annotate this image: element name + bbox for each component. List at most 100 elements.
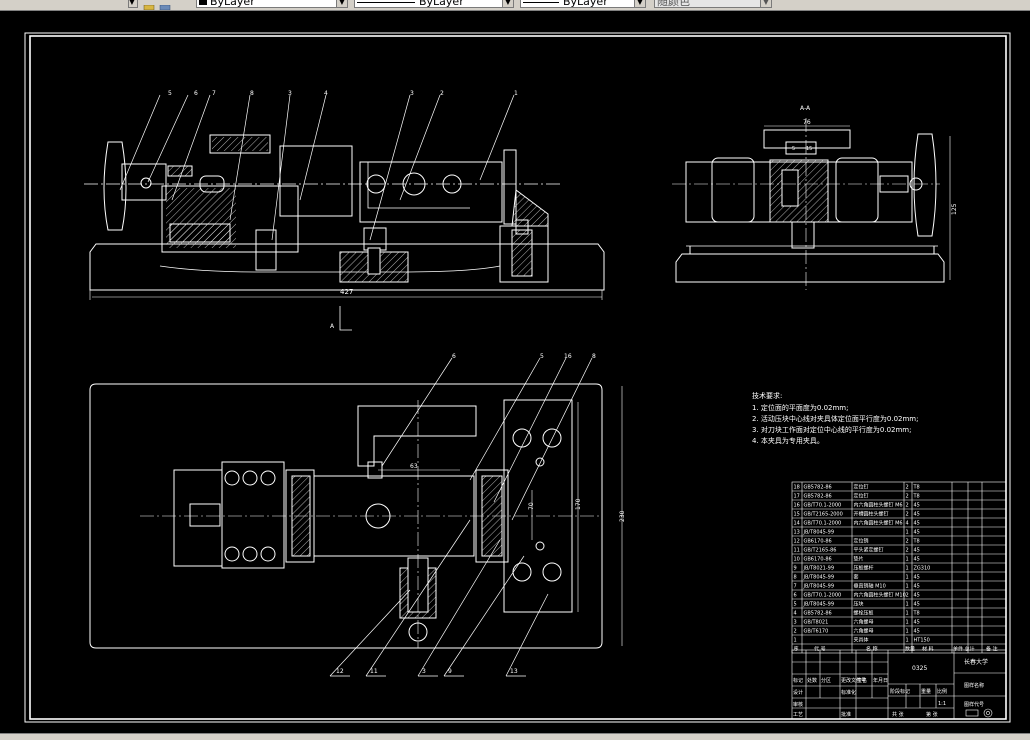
bom-header-cell: 代 号	[814, 646, 826, 653]
bom-cell: 1	[906, 566, 909, 572]
tech-req-item: 2. 活动压块中心线对夹具体定位面平行度为0.02mm;	[752, 414, 919, 423]
bom-cell: 45	[914, 521, 920, 527]
bom-cell: 夹具体	[854, 637, 869, 644]
bom-cell: 7	[794, 584, 797, 590]
bom-cell: 螺栓压板	[854, 610, 874, 617]
bom-cell: 11	[794, 548, 800, 554]
top-clamp-plate	[503, 399, 573, 613]
side-base	[675, 253, 945, 283]
bom-cell: 2	[906, 494, 909, 500]
svg-text:分区: 分区	[821, 677, 831, 684]
balloon: 6	[194, 90, 198, 97]
bom-cell: 9	[794, 566, 797, 572]
bom-cell: 4	[794, 611, 797, 617]
bom-cell: GB/T70.1-2000	[804, 503, 842, 509]
bom-cell: GB/T2165-2000	[804, 512, 843, 518]
side-view-title: A-A	[800, 105, 811, 112]
svg-text:5: 5	[792, 146, 795, 152]
layer-dropdown-arrow[interactable]: ▼	[128, 0, 138, 8]
chevron-down-icon: ▼	[634, 0, 645, 7]
bom-cell: GB6170-86	[804, 557, 832, 563]
balloon: 13	[510, 668, 518, 675]
side-height-dim: 125	[951, 203, 958, 215]
bom-cell: 2	[906, 485, 909, 491]
chevron-down-icon: ▼	[336, 0, 347, 7]
bom-cell: 1	[906, 575, 909, 581]
svg-text:标记: 标记	[793, 677, 803, 684]
balloon: 16	[564, 353, 572, 360]
bom-cell: GB5782-86	[804, 485, 832, 491]
bom-cell: 8	[794, 575, 797, 581]
bom-cell: 六角螺母	[854, 628, 874, 635]
svg-text:年月日: 年月日	[873, 677, 888, 684]
bom-cell: T8	[913, 611, 920, 617]
color-value: ByLayer	[210, 0, 255, 8]
bom-header-cell: 备 注	[986, 646, 998, 653]
front-view: 427 A 5 6 7 8 3 4 3 2 1	[84, 90, 605, 331]
bom-cell: 45	[914, 530, 920, 536]
svg-text:工艺: 工艺	[793, 712, 803, 718]
bom-cell: 2	[906, 593, 909, 599]
bom-cell: GB6170-86	[804, 539, 832, 545]
svg-text:批准: 批准	[841, 711, 851, 718]
bom-cell: 1	[906, 638, 909, 644]
bom-cell: GB/T6170	[804, 629, 829, 635]
tech-req-item: 3. 对刀块工作面对定位中心线的平行度为0.02mm;	[752, 425, 912, 434]
svg-text:15: 15	[806, 146, 812, 152]
bom-header-cell: 单件 总计	[953, 646, 975, 653]
bom-cell: 2	[906, 512, 909, 518]
drawing-canvas[interactable]: 427 A 5 6 7 8 3 4 3 2 1 A-A 7 6 5 15	[0, 11, 1030, 733]
bom-cell: 1	[906, 620, 909, 626]
svg-text:阶段标记: 阶段标记	[890, 688, 910, 695]
bom-cell: 2	[906, 503, 909, 509]
front-end-plate	[503, 149, 517, 225]
svg-text:设计: 设计	[793, 689, 803, 696]
svg-text:处数: 处数	[807, 677, 817, 684]
tech-req-item: 1. 定位面的平面度为0.02mm;	[752, 403, 849, 412]
bom-cell: T8	[913, 485, 920, 491]
drawing-number: 0325	[912, 665, 927, 672]
tech-req-item: 4. 本夹具为专用夹具。	[752, 436, 824, 445]
balloon: 2	[440, 90, 444, 97]
bom-header-cell: 名 称	[866, 646, 878, 653]
svg-text:230: 230	[619, 510, 626, 522]
color-swatch-icon	[199, 0, 207, 5]
svg-text:图样名称: 图样名称	[964, 682, 984, 689]
bom-cell: 16	[794, 503, 800, 509]
top-bracket	[357, 405, 477, 467]
bom-cell: 14	[794, 521, 800, 527]
bom-cell: HT150	[914, 638, 930, 644]
bom-cell: 45	[914, 620, 920, 626]
bom-cell: 4	[906, 521, 909, 527]
bom-cell: GB/T70.1-2000	[804, 593, 842, 599]
bom-cell: 六角螺母	[854, 619, 874, 626]
front-screw	[121, 163, 167, 201]
bom-cell: GB/T2165-86	[804, 548, 837, 554]
bom-cell: 内六角圆柱头螺钉 M6	[854, 520, 903, 527]
bom-cell: 17	[794, 494, 800, 500]
linetype-dropdown[interactable]: ByLayer▼	[354, 0, 514, 8]
bom-cell: 1	[906, 611, 909, 617]
chevron-down-icon: ▼	[129, 0, 137, 7]
bom-cell: 45	[914, 593, 920, 599]
balloon: 11	[370, 668, 378, 675]
bom-cell: 18	[794, 485, 800, 491]
color-dropdown[interactable]: ByLayer ▼	[196, 0, 348, 8]
lineweight-dropdown[interactable]: ByLayer▼	[520, 0, 646, 8]
svg-text:共 张: 共 张	[892, 711, 904, 718]
plotstyle-dropdown[interactable]: 随颜色▼	[654, 0, 772, 8]
balloon: 3	[288, 90, 292, 97]
side-handwheel	[913, 133, 937, 237]
svg-text:1:1: 1:1	[938, 701, 946, 707]
svg-text:70: 70	[528, 502, 535, 510]
bom-cell: 平头紧定螺钉	[854, 547, 884, 554]
projection-symbol-icon	[965, 708, 993, 718]
bom-cell: 10	[794, 557, 800, 563]
bom-cell: 套	[854, 574, 859, 581]
bom-cell: JB/T8045-99	[803, 575, 835, 581]
balloon: 1	[514, 90, 518, 97]
bom-cell: 垫片	[854, 556, 864, 563]
layers-icon	[143, 4, 171, 10]
properties-toolbar: ▼ ByLayer▼ ByLayer▼ ByLayer▼ 随颜色▼	[0, 0, 1030, 11]
layer-tools-icon[interactable]	[140, 0, 174, 10]
